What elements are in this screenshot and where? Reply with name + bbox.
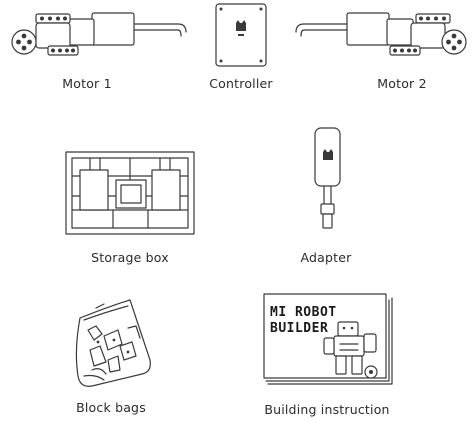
motor-1-label: Motor 1 [62,76,112,91]
cover-title-line1: MI ROBOT [270,305,337,320]
storage-box-label: Storage box [91,250,169,265]
block-bags-label: Block bags [76,400,146,415]
adapter-label: Adapter [300,250,352,265]
robot-illustration [323,321,378,379]
controller-label: Controller [209,76,273,91]
building-instruction-label: Building instruction [264,402,390,417]
cover-title-line2: BUILDER [270,321,328,336]
motor-2-label: Motor 2 [377,76,427,91]
